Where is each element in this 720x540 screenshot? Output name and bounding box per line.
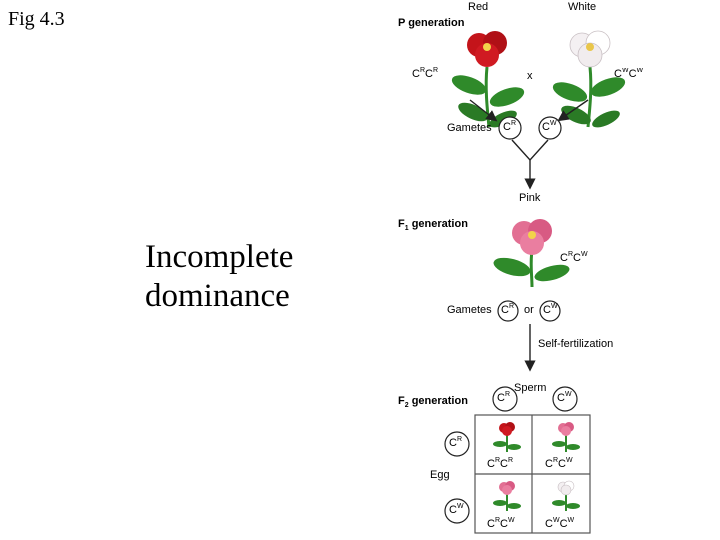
gamete-r-text: CR [503,120,517,133]
gamete-w-circle [538,116,562,140]
f2-cell-rw-1: CRCW [545,457,573,470]
f2-flower-rw-2 [493,481,521,511]
sperm-r-text: CR [497,391,511,404]
white-parent-flower [552,30,626,128]
subject-line-2: dominance [145,278,290,314]
punnett-square [474,414,591,534]
f1-gamete-r-text: CR [501,303,515,316]
arrow-white-to-gamete [557,99,589,122]
egg-r-text: CR [449,436,463,449]
arrow-red-to-gamete [469,99,498,122]
f1-gamete-r-circle [497,300,519,322]
sperm-w-circle [552,386,578,412]
gamete-r-circle [498,116,522,140]
red-label: Red [468,1,489,13]
f1-genotype: CRCW [560,251,588,264]
sperm-label: Sperm [514,382,547,394]
f2-flower-rr [493,422,521,452]
pink-label: Pink [519,192,541,204]
figure-label: Fig 4.3 [8,8,65,30]
egg-label: Egg [430,469,450,481]
f2-flower-rw-1 [552,422,580,452]
f1-gametes-label: Gametes [447,304,492,316]
f1-pink-flower [493,219,570,288]
white-genotype: CWCW [614,68,644,80]
egg-w-text: CW [449,503,464,516]
f1-gamete-w-text: CW [543,303,558,316]
slide-subject: Incomplete dominance [145,238,293,316]
f1-generation-heading: F1 generation [398,218,468,232]
f2-flower-ww [552,480,580,511]
subject-line-1: Incomplete [145,239,294,275]
egg-w-circle [444,498,470,524]
self-fertilization-label: Self-fertilization [538,338,614,350]
f2-generation-heading: F2 generation [398,395,468,409]
f1-gamete-w-circle [539,300,561,322]
gamete-w-text: CW [542,120,557,133]
f2-cell-rr: CRCR [487,457,514,470]
f2-cell-rw-2: CRCW [487,517,515,530]
sperm-w-text: CW [557,391,572,404]
white-label: White [568,1,597,13]
merge-lines [511,139,549,162]
or-label: or [524,304,534,316]
p-generation-heading: P generation [398,17,465,29]
cross-symbol: x [527,70,533,82]
gametes-label: Gametes [447,122,492,134]
sperm-r-circle [492,386,518,412]
red-parent-flower [451,31,525,128]
egg-r-circle [444,431,470,457]
f2-cell-ww: CWCW [545,517,575,530]
red-genotype: CRCR [412,67,439,80]
